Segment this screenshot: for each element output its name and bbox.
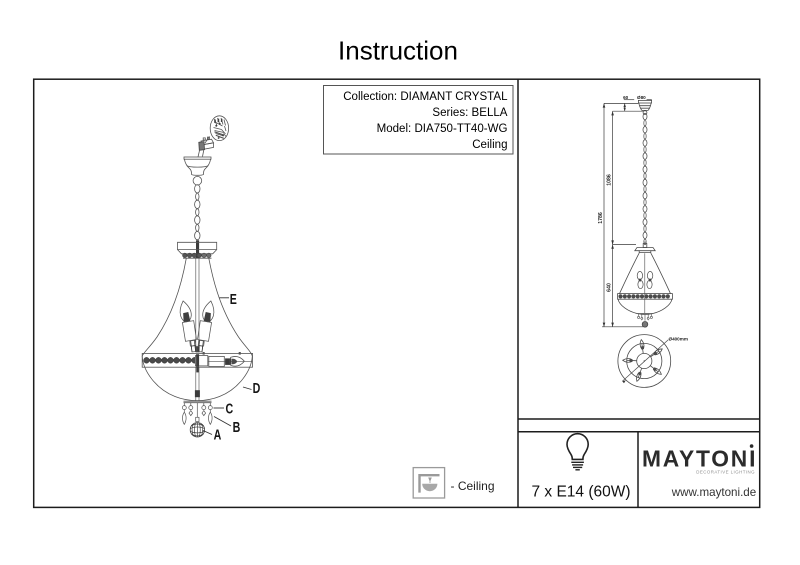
svg-text:C: C (226, 400, 234, 417)
svg-text:Ø80: Ø80 (637, 95, 646, 100)
svg-text:60: 60 (623, 95, 629, 100)
svg-text:D: D (253, 379, 261, 396)
svg-text:- Ceiling: - Ceiling (451, 479, 495, 493)
svg-text:Series: BELLA: Series: BELLA (432, 107, 507, 119)
svg-text:Ceiling: Ceiling (472, 139, 507, 151)
svg-text:Collection: DIAMANT CRYSTAL: Collection: DIAMANT CRYSTAL (343, 91, 508, 103)
svg-text:7 x E14 (60W): 7 x E14 (60W) (531, 484, 630, 501)
svg-text:1786: 1786 (598, 212, 604, 224)
svg-text:Ø400mm: Ø400mm (669, 336, 688, 341)
svg-text:640: 640 (606, 283, 612, 292)
svg-text:MAYTONI: MAYTONI (642, 446, 757, 472)
svg-text:1086: 1086 (606, 174, 612, 186)
svg-text:Instruction: Instruction (338, 36, 458, 66)
svg-text:E: E (230, 290, 237, 307)
svg-text:www.maytoni.de: www.maytoni.de (671, 486, 756, 499)
svg-text:A: A (214, 426, 222, 443)
svg-text:DECORATIVE LIGHTING: DECORATIVE LIGHTING (696, 470, 755, 475)
svg-text:B: B (233, 418, 241, 435)
svg-text:Model: DIA750-TT40-WG: Model: DIA750-TT40-WG (377, 123, 508, 135)
